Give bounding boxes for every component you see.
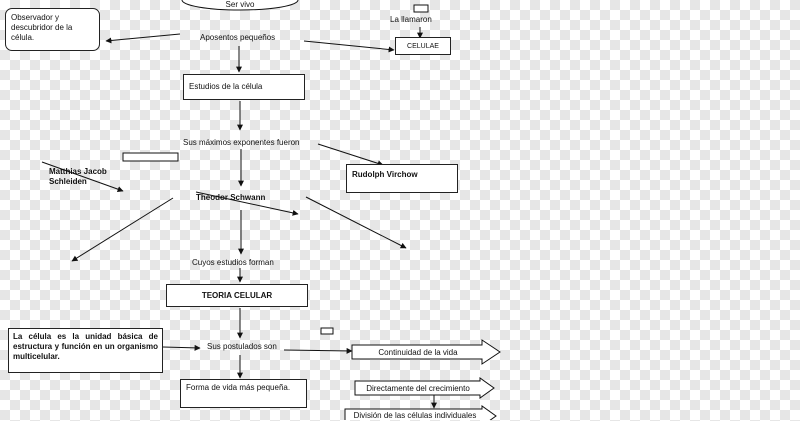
arrow-schwann-right [195, 191, 299, 216]
directamente-label: Directamente del crecimiento [366, 384, 470, 393]
celulae-box: CELULAE [395, 37, 451, 55]
la-llamaron-label: La llamaron [390, 15, 432, 24]
arrow-aposentos-to-observador [105, 33, 181, 44]
teoria-text: TEORIA CELULAR [201, 291, 273, 300]
arrow-postulados-to-continuidad [283, 347, 353, 354]
unidad-text: La célula es la unidad básica de estruct… [13, 332, 158, 361]
cuyos-label: Cuyos estudios forman [192, 258, 274, 267]
continuidad-arrow-shape [351, 339, 501, 365]
arrow-unidad-to-postulados [162, 344, 201, 351]
arrow-schwann-down-left [71, 197, 174, 262]
empty-box-right [413, 4, 429, 13]
exponentes-label: Sus máximos exponentes fueron [183, 138, 300, 147]
observador-box: Observador y descubridor de la célula. [5, 8, 100, 51]
postulados-label: Sus postulados son [207, 342, 277, 351]
division-label: División de las células individuales [353, 411, 477, 420]
division-arrow-shape [344, 405, 497, 420]
empty-box [122, 152, 179, 162]
ser-vivo-ellipse [181, 0, 299, 11]
continuidad-label: Continuidad de la vida [378, 348, 458, 357]
directamente-arrow-shape [354, 377, 495, 399]
unidad-box: La célula es la unidad básica de estruct… [8, 328, 163, 373]
empty-box-small [320, 327, 334, 335]
estudios-text: Estudios de la célula [189, 82, 263, 91]
observador-text: Observador y descubridor de la célula. [11, 13, 73, 42]
teoria-box: TEORIA CELULAR [166, 284, 308, 307]
schwann-label: Theodor Schwann [196, 193, 266, 202]
arrow-exponentes-to-virchow [317, 143, 384, 167]
aposentos-label: Aposentos pequeños [200, 33, 276, 42]
arrow-schwann-down-right [305, 196, 407, 249]
arrow-aposentos-to-celulae [303, 40, 395, 53]
forma-box: Forma de vida más pequeña. [180, 379, 307, 408]
virchow-text: Rudolph Virchow [352, 170, 418, 179]
arrow-schleiden-to-schwann-side [41, 161, 124, 193]
forma-text: Forma de vida más pequeña. [186, 383, 291, 392]
virchow-box: Rudolph Virchow [346, 164, 458, 193]
celulae-text: CELULAE [407, 43, 439, 50]
estudios-box: Estudios de la célula [183, 74, 305, 100]
ser-vivo-label: Ser vivo [225, 0, 255, 9]
schleiden-label: Matthias Jacob Schleiden [49, 167, 107, 186]
